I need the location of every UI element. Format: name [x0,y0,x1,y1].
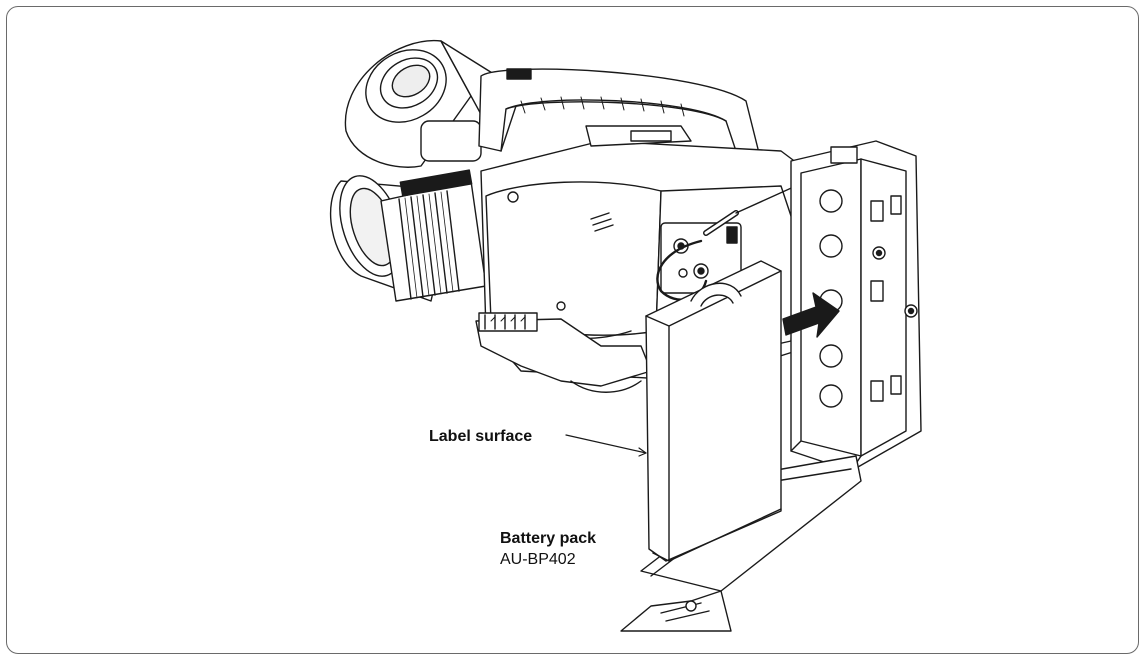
battery-model-callout: AU-BP402 [500,551,576,568]
viewfinder [344,40,522,168]
shoulder-pad [475,312,652,393]
label-surface-leader-tip [638,447,647,457]
arrow-right-icon [782,292,840,338]
lens-barrel [380,169,487,302]
carry-handle [478,68,762,167]
battery-pack [645,260,782,562]
figure-frame: Label surface Battery pack AU-BP402 [6,6,1139,654]
label-surface-callout: Label surface [429,428,533,445]
label-surface-leader [565,434,647,454]
camera-battery-illustration [329,40,922,632]
battery-pack-callout: Battery pack [500,530,597,547]
